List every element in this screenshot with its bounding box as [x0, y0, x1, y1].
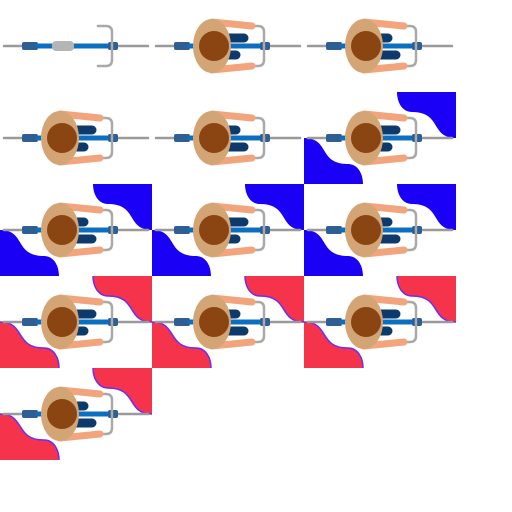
sprite-frame [304, 276, 456, 368]
rider [193, 294, 256, 350]
sprite-frame [304, 0, 456, 92]
ground-blob [152, 230, 211, 276]
ground-blob [304, 321, 364, 368]
sprite-frame [152, 0, 304, 92]
ground-blob [304, 138, 363, 184]
head [47, 399, 77, 429]
seat [52, 41, 74, 51]
ground-blob [92, 276, 152, 323]
ground-blob [93, 184, 152, 230]
ground-blob [0, 413, 60, 460]
head [199, 215, 229, 245]
rider [193, 110, 256, 166]
sprite-frame [0, 92, 152, 184]
ground-blob [92, 368, 152, 415]
sprite-frame [152, 92, 304, 184]
rider [41, 202, 104, 258]
sprite-frame [304, 92, 456, 184]
head [351, 307, 381, 337]
rider [193, 18, 256, 74]
head [351, 215, 381, 245]
ground-blob [244, 276, 304, 323]
bike [2, 24, 150, 68]
ground-blob [397, 184, 456, 230]
sprite-frame [0, 276, 152, 368]
head [199, 307, 229, 337]
ground-blob [0, 230, 59, 276]
rider [41, 110, 104, 166]
sprite-frame [152, 184, 304, 276]
ground-blob [0, 321, 60, 368]
head [351, 123, 381, 153]
rider [345, 202, 408, 258]
head [351, 31, 381, 61]
sprite-frame [0, 368, 152, 460]
rider [345, 294, 408, 350]
rider [41, 386, 104, 442]
ground-blob [245, 184, 304, 230]
head [47, 123, 77, 153]
ground-blob [396, 276, 456, 323]
ground-blob [152, 321, 212, 368]
head [199, 123, 229, 153]
rider [193, 202, 256, 258]
head [199, 31, 229, 61]
ground-blob [304, 230, 363, 276]
ground-blob [397, 92, 456, 138]
sprite-frame [304, 184, 456, 276]
sprite-frame [0, 184, 152, 276]
rider [345, 110, 408, 166]
head [47, 307, 77, 337]
head [47, 215, 77, 245]
sprite-frame [0, 0, 152, 92]
sprite-frame [152, 276, 304, 368]
rider [41, 294, 104, 350]
rider [345, 18, 408, 74]
